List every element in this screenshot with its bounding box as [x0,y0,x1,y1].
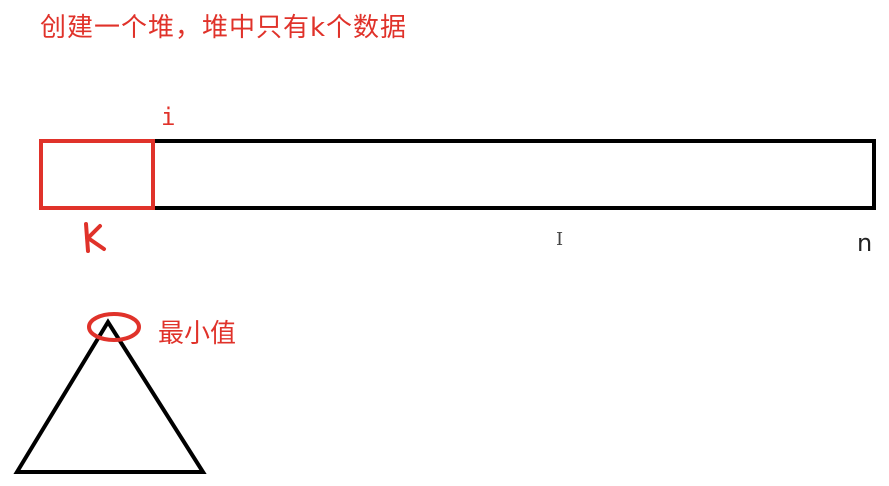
heap-triangle [13,318,207,474]
k-window [39,139,155,210]
heap-min-label: 最小值 [158,319,237,349]
text-cursor-icon: I [556,229,564,250]
array-bar [39,139,876,210]
heap-top-circle [87,312,141,342]
page-title: 创建一个堆，堆中只有k个数据 [40,13,408,43]
index-i-label: i [161,103,176,131]
k-glyph [84,222,106,253]
array-end-n-label: n [857,229,873,257]
